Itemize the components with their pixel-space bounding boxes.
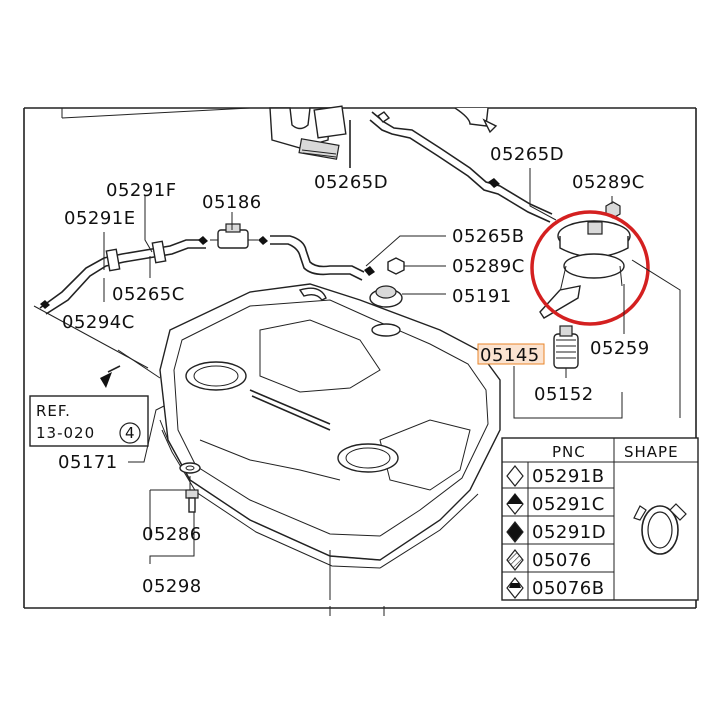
legend-pnc-row-2: 05291C [532,494,605,515]
pnc-legend-table: PNC SHAPE 05291B 05291C 05291D 05076 050… [501,437,699,601]
top-component-partial [269,105,498,168]
label-cap-ring: 05191 [452,286,512,307]
leader-lines [103,168,681,600]
label-hose-b: 05265B [452,226,525,247]
label-top-hose-partial: 05265D [314,172,388,193]
label-clip-nut-mid: 05289C [452,256,525,277]
legend-pnc-row-4: 05076 [532,550,592,571]
label-pump-hose: 05265D [490,144,564,165]
hatched-diamond-icon [506,549,524,571]
legend-pnc-row-1: 05291B [532,466,605,487]
filled-diamond-icon [506,521,524,543]
top-hose [369,111,553,223]
reference-box: REF. 13-020 4 [29,395,149,447]
label-hose-c: 05265C [112,284,185,305]
fuel-tank [159,283,501,569]
label-pump-module: 05145 [480,345,540,366]
reference-prefix: REF. [36,402,71,420]
highlight-circle [530,210,650,326]
clip-nut-mid [387,257,405,275]
open-diamond-icon [506,465,524,487]
label-pump-assembly: 05259 [590,338,650,359]
label-clamp-c: 05294C [62,312,135,333]
reference-code: 13-020 [36,424,95,442]
legend-pnc-row-5: 05076B [532,578,605,599]
label-drain-plug: 05298 [142,576,202,597]
tank-cap-ring [369,285,403,308]
label-fitting-lower: 05291E [64,208,136,229]
highlight-box [477,343,545,365]
label-gasket: 05286 [142,524,202,545]
left-hose-assembly [33,223,375,388]
reference-circled-number: 4 [125,424,136,442]
fuel-filter [210,223,268,249]
legend-header-pnc: PNC [552,443,586,461]
fuel-strainer [553,325,579,369]
label-clip-nut-top: 05289C [572,172,645,193]
label-tank: 05171 [58,452,118,473]
fuel-pump-assembly [539,220,631,319]
drain-plug [185,489,199,513]
legend-header-shape: SHAPE [624,443,679,461]
drain-gasket [179,462,201,474]
label-fitting-upper: 05291F [106,180,177,201]
label-fuel-filter: 05186 [202,192,262,213]
legend-pnc-row-3: 05291D [532,522,606,543]
hose-clamp-icon [633,503,687,555]
label-strainer: 05152 [534,384,594,405]
